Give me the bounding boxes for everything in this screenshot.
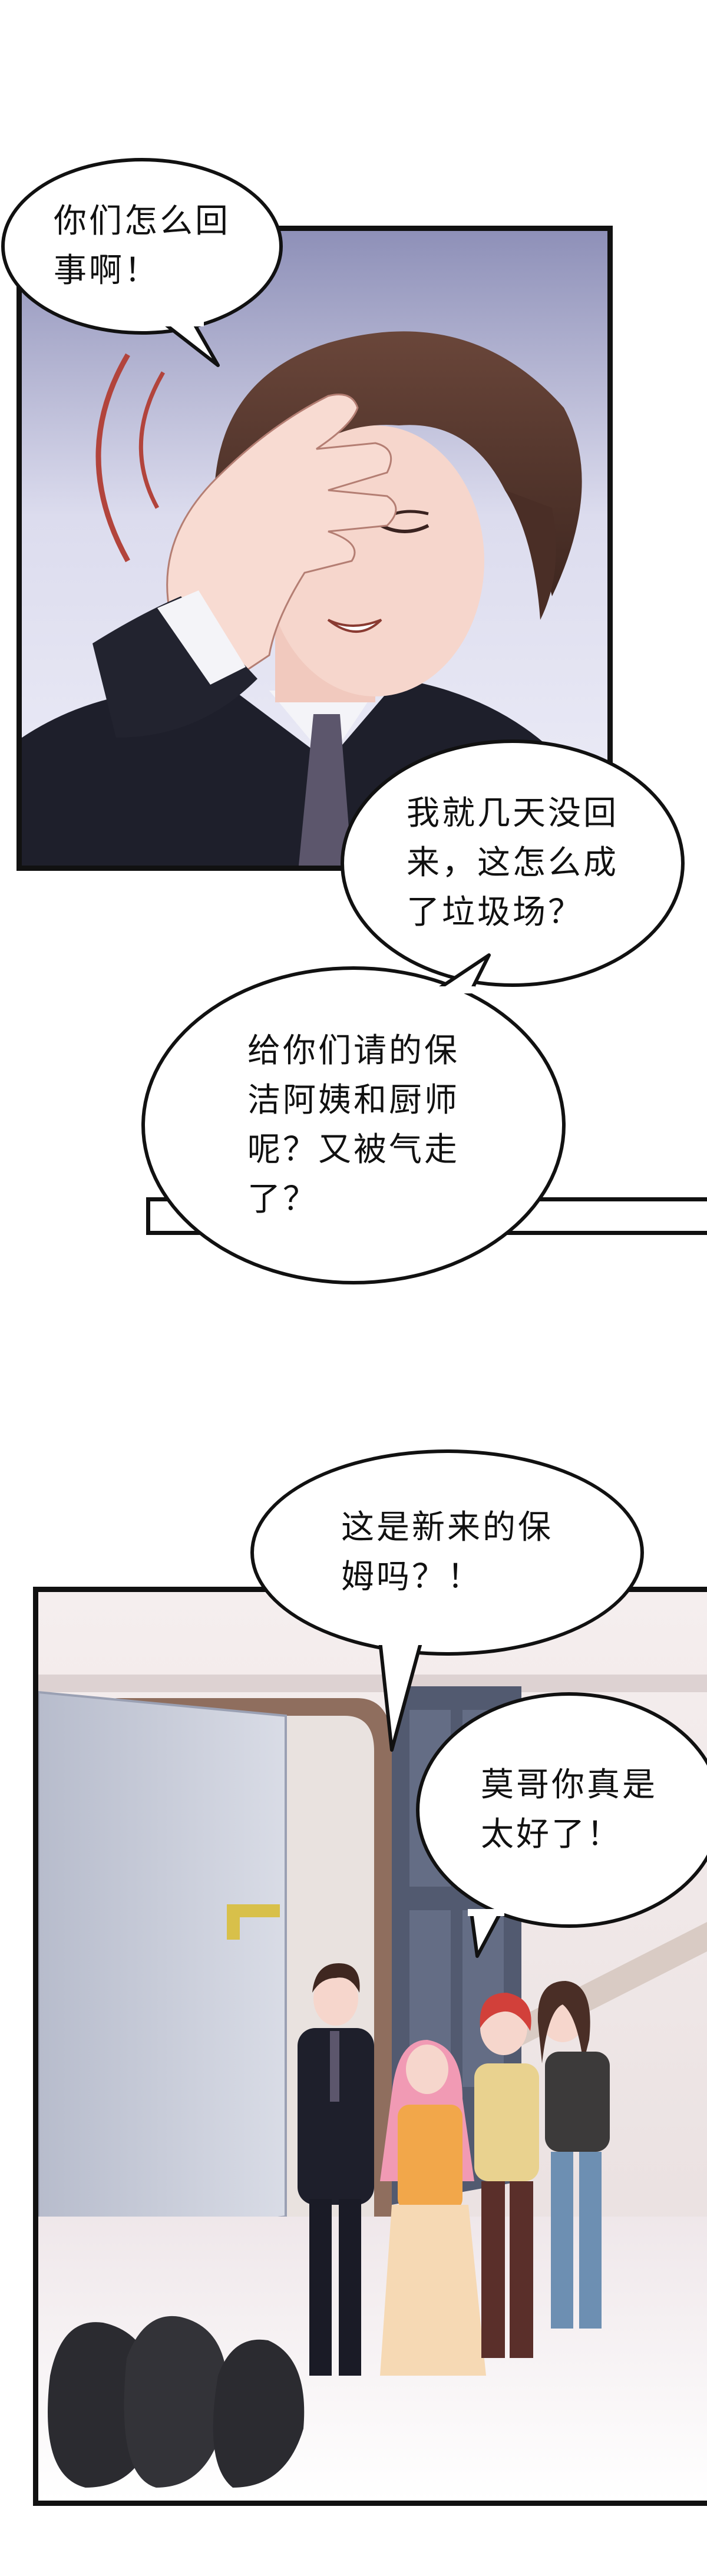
speech-bubble-3-text: 给你们请的保 洁阿姨和厨师 呢？又被气走 了？	[247, 1026, 460, 1224]
speech-bubble-5-text: 莫哥你真是 太好了！	[481, 1761, 658, 1860]
speech-bubble-4-text: 这是新来的保 姆吗？！	[341, 1503, 553, 1602]
speech-bubble-4: 这是新来的保 姆吗？！	[250, 1449, 644, 1656]
bubble-2-line-1: 我就几天没回	[407, 794, 619, 833]
speech-bubble-3-tail	[434, 953, 491, 993]
bubble-3-line-4: 了？	[247, 1180, 318, 1218]
speech-bubble-5-tail	[468, 1909, 504, 1958]
speech-bubble-2: 我就几天没回 来，这怎么成 了垃圾场？	[341, 739, 685, 987]
bubble-2-line-3: 了垃圾场？	[407, 893, 583, 932]
bubble-4-line-1: 这是新来的保	[341, 1508, 553, 1547]
bubble-1-line-1: 你们怎么回	[54, 202, 230, 240]
speech-bubble-2-text: 我就几天没回 来，这怎么成 了垃圾场？	[407, 789, 619, 937]
bubble-5-line-1: 莫哥你真是	[481, 1766, 658, 1804]
bubble-3-line-1: 给你们请的保	[247, 1032, 460, 1070]
speech-bubble-1-tail	[163, 318, 220, 367]
bubble-3-line-3: 呢？又被气走	[247, 1131, 460, 1169]
speech-bubble-4-tail	[376, 1638, 425, 1752]
bubble-2-line-2: 来，这怎么成	[407, 844, 619, 882]
speech-bubble-1: 你们怎么回 事啊！	[1, 158, 283, 335]
speech-bubble-1-text: 你们怎么回 事啊！	[54, 197, 230, 296]
speech-bubble-5: 莫哥你真是 太好了！	[416, 1692, 707, 1928]
speech-bubble-3: 给你们请的保 洁阿姨和厨师 呢？又被气走 了？	[141, 966, 566, 1284]
bubble-4-line-2: 姆吗？！	[341, 1558, 483, 1596]
bubble-5-line-2: 太好了！	[481, 1815, 622, 1854]
bubble-3-line-2: 洁阿姨和厨师	[247, 1081, 460, 1119]
bubble-1-line-2: 事啊！	[54, 252, 160, 290]
